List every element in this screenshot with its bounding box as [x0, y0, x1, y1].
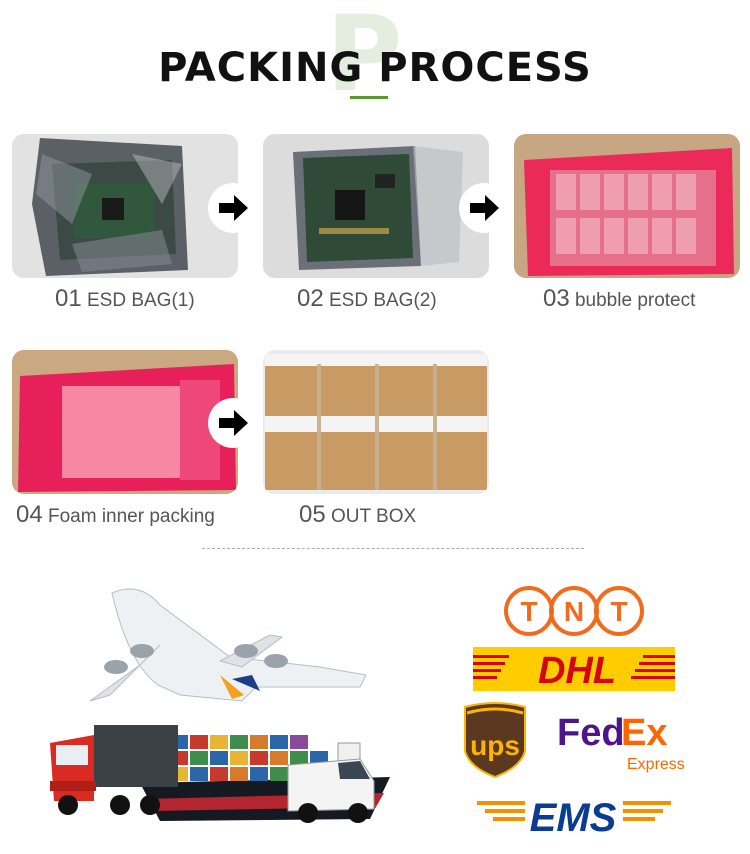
- step-01-photo: [12, 134, 238, 278]
- step-02-photo: [263, 134, 489, 278]
- svg-text:DHL: DHL: [538, 650, 616, 692]
- step-number: 05: [299, 501, 326, 528]
- step-05-photo: [263, 350, 489, 494]
- title-underline: [350, 96, 388, 99]
- step-label: ESD BAG(1): [86, 290, 195, 311]
- tnt-logo: T N T: [504, 586, 644, 636]
- step-label: OUT BOX: [330, 506, 417, 527]
- step-01-caption: 01 ESD BAG(1): [55, 286, 195, 314]
- svg-text:EMS: EMS: [530, 796, 617, 840]
- truck-icon: [50, 725, 178, 815]
- step-label: bubble protect: [574, 290, 696, 311]
- airplane-icon: [89, 588, 367, 702]
- step-02-caption: 02 ESD BAG(2): [297, 286, 437, 314]
- step-label: Foam inner packing: [47, 506, 215, 527]
- svg-text:T: T: [610, 596, 627, 627]
- background-letter: P: [326, 0, 403, 115]
- svg-text:ups: ups: [470, 730, 520, 761]
- step-number: 02: [297, 285, 324, 312]
- step-04-photo: [12, 350, 238, 494]
- step-label: ESD BAG(2): [328, 290, 437, 311]
- shipping-illustration: [20, 575, 440, 845]
- dashed-divider: [202, 548, 584, 549]
- dhl-logo: DHL: [473, 647, 675, 692]
- arrow-right-icon: [208, 183, 258, 233]
- step-04-caption: 04 Foam inner packing: [16, 502, 215, 530]
- svg-text:N: N: [564, 596, 584, 627]
- svg-text:Express: Express: [627, 756, 685, 773]
- step-number: 01: [55, 285, 82, 312]
- svg-text:Ex: Ex: [621, 712, 667, 754]
- step-number: 03: [543, 285, 570, 312]
- arrow-right-icon: [459, 183, 509, 233]
- step-number: 04: [16, 501, 43, 528]
- ups-logo: ups: [464, 702, 526, 779]
- fedex-logo: Fed Ex Express: [557, 712, 685, 773]
- svg-text:T: T: [520, 596, 537, 627]
- van-icon: [287, 758, 375, 823]
- carrier-logos: T N T DHL ups Fed Ex Express: [455, 575, 690, 840]
- arrow-right-icon: [208, 398, 258, 448]
- page-title: PACKING PROCESS: [158, 45, 592, 91]
- step-03-photo: [514, 134, 740, 278]
- ems-logo: EMS: [477, 796, 671, 840]
- step-05-caption: 05 OUT BOX: [299, 502, 416, 530]
- svg-text:Fed: Fed: [557, 712, 625, 754]
- header: P PACKING PROCESS: [0, 0, 750, 120]
- step-03-caption: 03 bubble protect: [543, 286, 695, 314]
